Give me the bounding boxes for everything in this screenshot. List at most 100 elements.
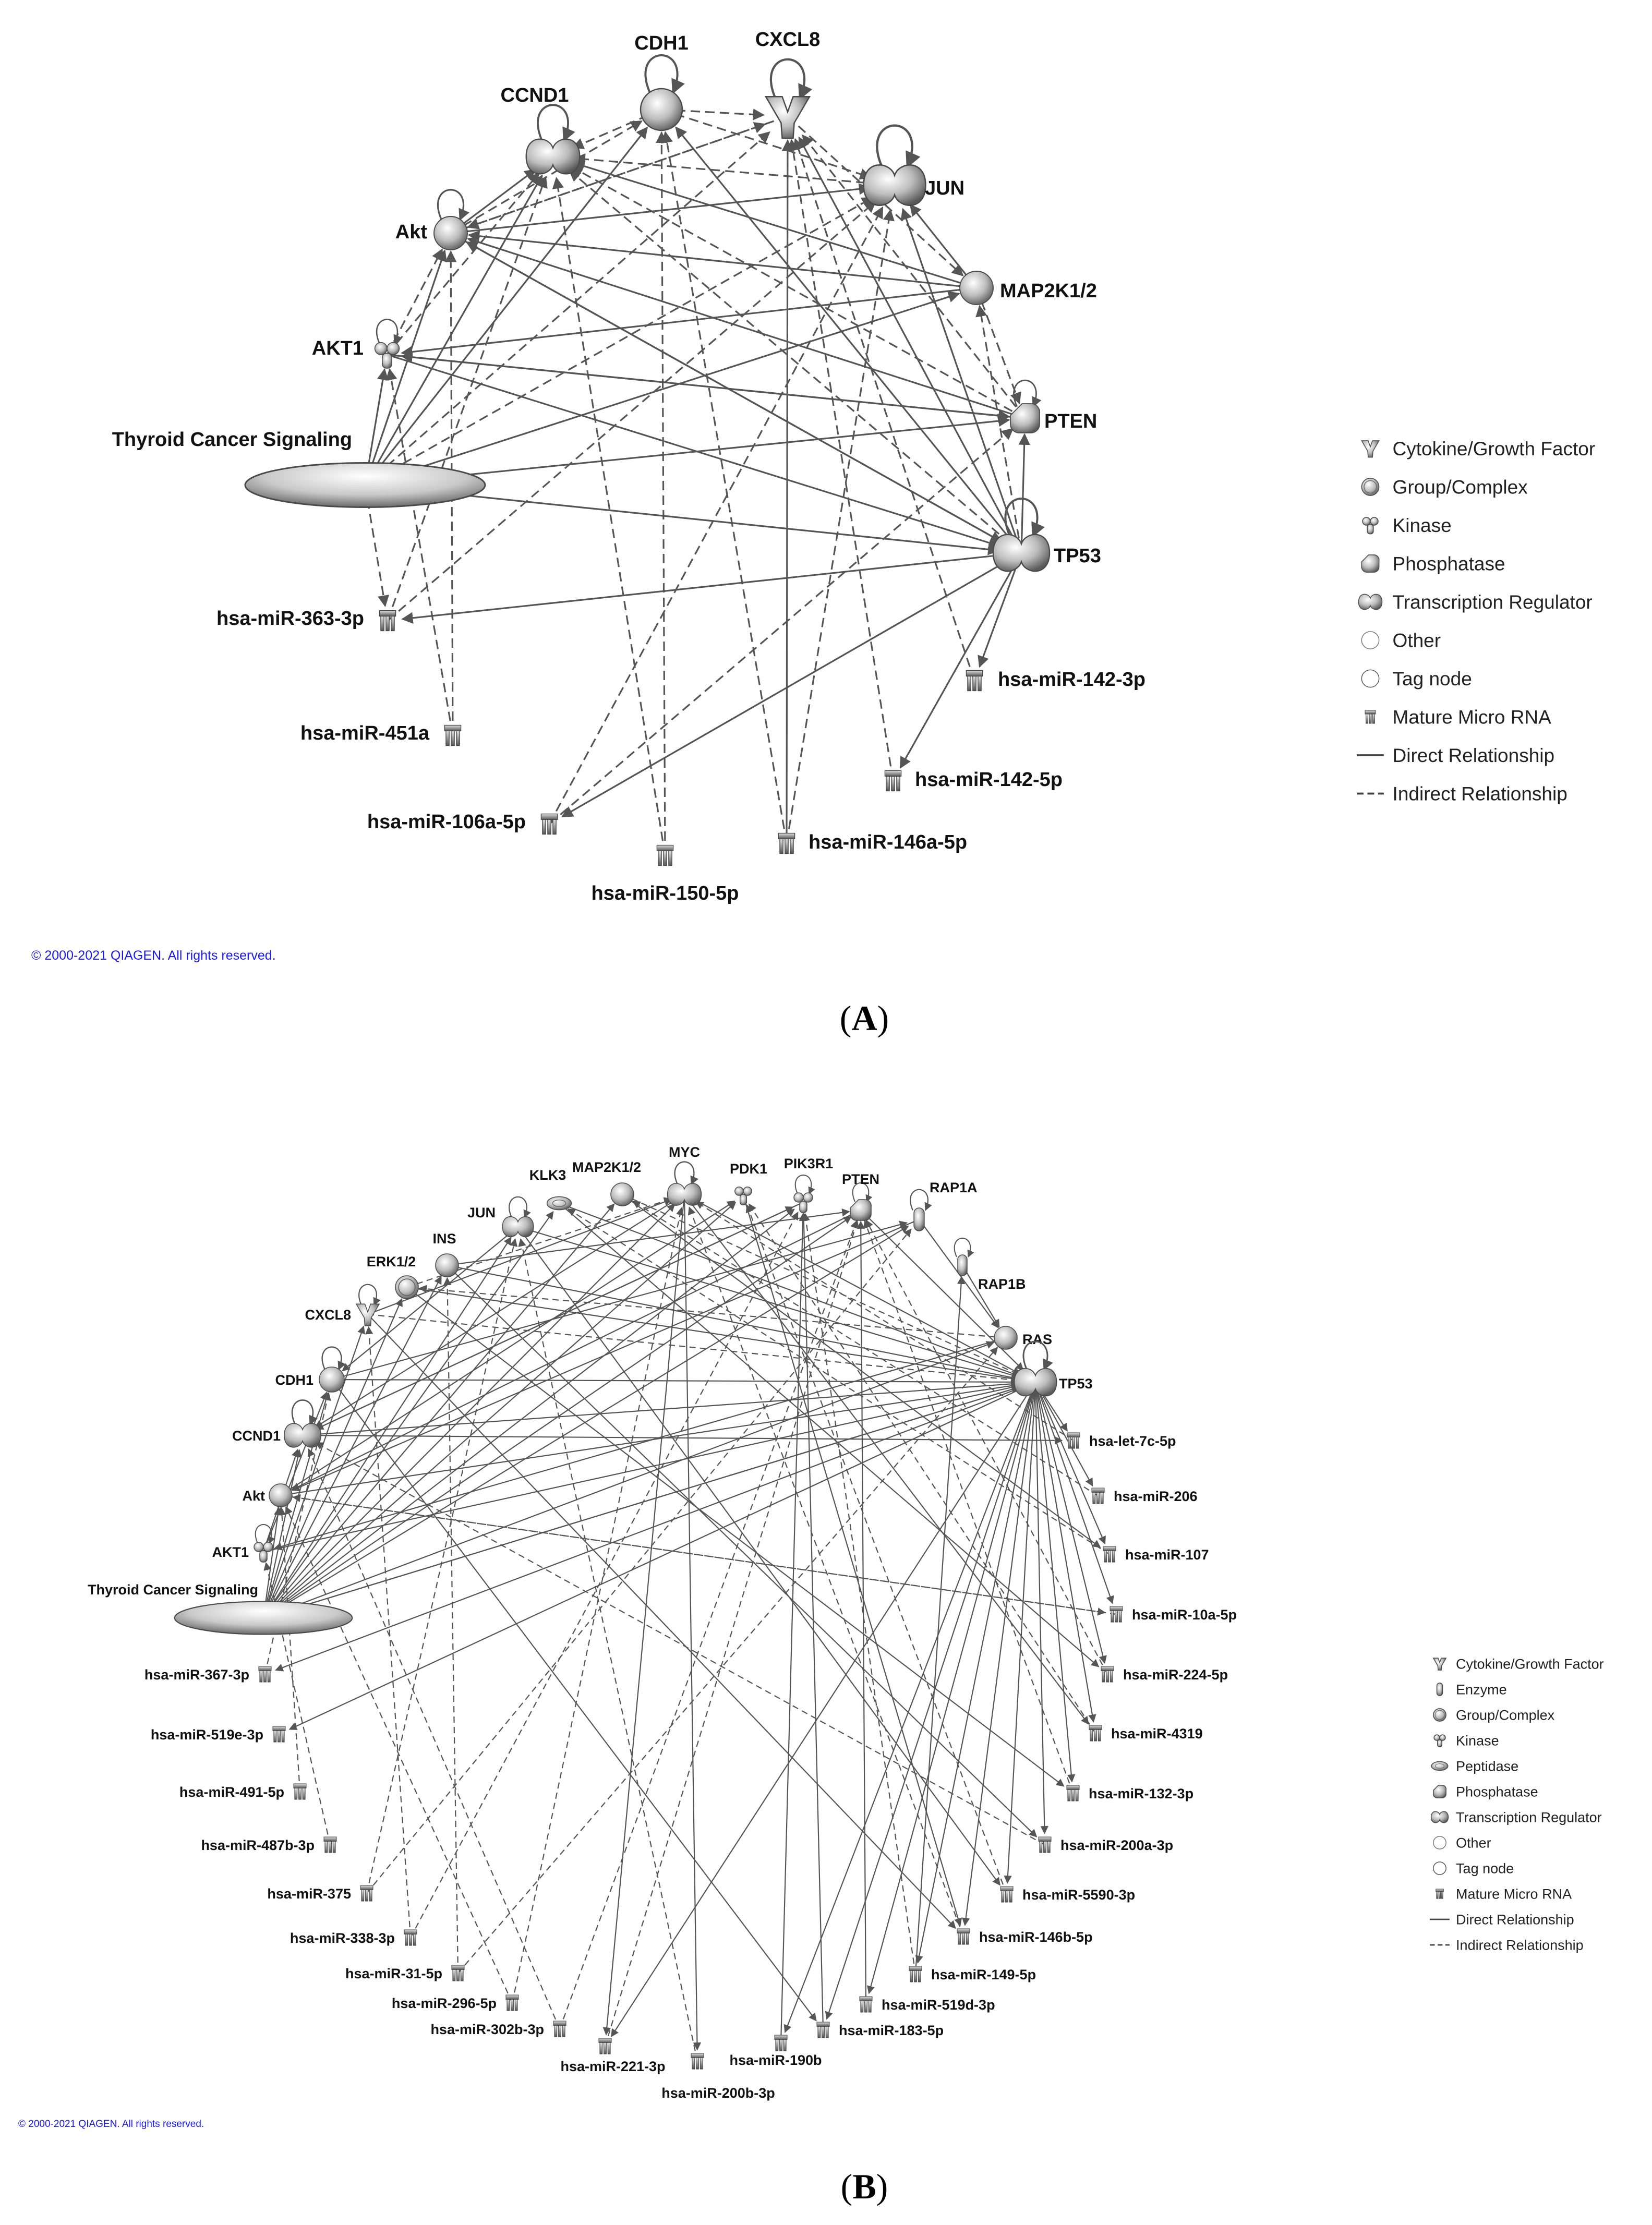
group-complex-icon	[1433, 1708, 1446, 1722]
node-mir190b[interactable]: hsa-miR-190b	[729, 2035, 822, 2068]
node-mir206[interactable]: hsa-miR-206	[1091, 1488, 1198, 1504]
node-akt[interactable]: Akt	[395, 189, 469, 250]
node-cdh1[interactable]: CDH1	[275, 1346, 346, 1393]
relationship-edge	[567, 1208, 1110, 1555]
node-map2k12[interactable]: MAP2K1/2	[959, 271, 1097, 305]
node-rap1b[interactable]: RAP1B	[954, 1238, 1026, 1292]
node-mir224[interactable]: hsa-miR-224-5p	[1101, 1666, 1228, 1683]
relationship-edge	[342, 1226, 518, 1372]
node-rap1a[interactable]: RAP1A	[910, 1180, 978, 1231]
relationship-edge	[263, 1385, 1020, 1619]
relationship-edge	[1034, 1382, 1106, 1545]
node-label-akt1: AKT1	[212, 1544, 249, 1560]
node-mir146b[interactable]: hsa-miR-146b-5p	[957, 1928, 1093, 1945]
node-mir367[interactable]: hsa-miR-367-3p	[144, 1666, 272, 1683]
relationship-edge	[285, 1506, 513, 2003]
node-mir487b[interactable]: hsa-miR-487b-3p	[201, 1836, 337, 1853]
legend-item: Direct Relationship	[1357, 745, 1554, 766]
relationship-edge	[978, 552, 1022, 668]
relationship-edge	[367, 1314, 956, 1929]
node-let7c[interactable]: hsa-let-7c-5p	[1067, 1432, 1176, 1449]
node-mir363[interactable]: hsa-miR-363-3p	[216, 608, 396, 632]
relationship-edge	[961, 1382, 1036, 1926]
node-klk3[interactable]: KLK3	[529, 1167, 572, 1211]
node-mir31[interactable]: hsa-miR-31-5p	[345, 1965, 465, 1981]
node-label-mir367: hsa-miR-367-3p	[144, 1667, 249, 1683]
node-mir10a[interactable]: hsa-miR-10a-5p	[1110, 1606, 1237, 1623]
node-mir183[interactable]: hsa-miR-183-5p	[816, 2022, 944, 2038]
legend-item: Peptidase	[1431, 1758, 1518, 1774]
node-akt1[interactable]: AKT1	[312, 319, 403, 369]
node-mir491[interactable]: hsa-miR-491-5p	[179, 1783, 307, 1800]
node-mir146a[interactable]: hsa-miR-146a-5p	[778, 831, 967, 854]
relationship-edge	[863, 1220, 1074, 1794]
node-akt1[interactable]: AKT1	[212, 1524, 275, 1563]
node-ccnd1[interactable]: CCND1	[501, 84, 581, 175]
relationship-edge	[450, 168, 537, 234]
node-mir142_5p[interactable]: hsa-miR-142-5p	[884, 769, 1063, 792]
node-mir150[interactable]: hsa-miR-150-5p	[592, 844, 739, 905]
relationship-edge	[302, 1206, 794, 1436]
node-mir302b[interactable]: hsa-miR-302b-3p	[430, 2021, 566, 2037]
node-pdk1[interactable]: PDK1	[730, 1161, 767, 1205]
node-cxcl8[interactable]: CXCL8	[755, 29, 821, 139]
node-pten[interactable]: PTEN	[1010, 379, 1097, 433]
relationship-edge	[695, 1201, 1074, 1441]
node-cxcl8[interactable]: CXCL8	[305, 1284, 381, 1326]
node-mir200b[interactable]: hsa-miR-200b-3p	[661, 2053, 775, 2101]
relationship-edge	[447, 1265, 1038, 1837]
node-mir4319[interactable]: hsa-miR-4319	[1089, 1725, 1203, 1742]
node-mir132[interactable]: hsa-miR-132-3p	[1066, 1785, 1193, 1801]
node-mir296[interactable]: hsa-miR-296-5p	[392, 1994, 519, 2011]
node-mir106a[interactable]: hsa-miR-106a-5p	[367, 811, 558, 835]
node-pten[interactable]: PTEN	[842, 1171, 879, 1221]
node-erk12[interactable]: ERK1/2	[367, 1254, 419, 1299]
node-label-mir451a: hsa-miR-451a	[300, 722, 430, 744]
relationship-edge	[367, 1198, 672, 1315]
relationship-edge	[572, 160, 977, 289]
node-label-mir5590: hsa-miR-5590-3p	[1022, 1887, 1135, 1903]
node-mir5590[interactable]: hsa-miR-5590-3p	[1000, 1886, 1135, 1903]
panel-b-nodes: MYC MAP2K1/2 PDK1 PIK3R1 KLK3 PTEN JUN RAP1A INS…	[88, 1144, 1237, 2101]
node-jun[interactable]: JUN	[863, 124, 964, 206]
node-label-tp53: TP53	[1059, 1376, 1093, 1392]
node-mir142_3p[interactable]: hsa-miR-142-3p	[966, 669, 1145, 692]
node-pik3r1[interactable]: PIK3R1	[784, 1156, 834, 1213]
mature-microrna-icon	[1365, 710, 1376, 724]
node-mir451a[interactable]: hsa-miR-451a	[300, 722, 462, 746]
node-mir200a[interactable]: hsa-miR-200a-3p	[1038, 1836, 1173, 1853]
node-label-akt1: AKT1	[312, 337, 364, 359]
node-cdh1[interactable]: CDH1	[634, 32, 689, 131]
relationship-edge	[366, 1228, 912, 1894]
panel-b-legend: Cytokine/Growth FactorEnzymeGroup/Comple…	[1430, 1656, 1604, 1953]
node-akt[interactable]: Akt	[242, 1483, 293, 1507]
relationship-edge	[406, 1287, 1065, 1787]
node-mir519d[interactable]: hsa-miR-519d-3p	[859, 1996, 995, 2013]
transcription-regulator-icon	[1430, 1811, 1449, 1823]
node-ccnd1[interactable]: CCND1	[232, 1399, 321, 1448]
relationship-edge	[561, 552, 1022, 818]
relationship-edge	[748, 1203, 1096, 1734]
node-tp53[interactable]: TP53	[1014, 1340, 1093, 1397]
node-tp53[interactable]: TP53	[992, 498, 1101, 572]
node-mir338[interactable]: hsa-miR-338-3p	[290, 1929, 417, 1946]
node-label-mir146b: hsa-miR-146b-5p	[979, 1929, 1093, 1945]
node-mir149[interactable]: hsa-miR-149-5p	[909, 1966, 1036, 1982]
relationship-edge	[365, 1326, 412, 1938]
node-ins[interactable]: INS	[432, 1231, 459, 1277]
node-myc[interactable]: MYC	[667, 1144, 702, 1206]
node-map2k12[interactable]: MAP2K1/2	[572, 1159, 641, 1206]
node-mir107[interactable]: hsa-miR-107	[1103, 1546, 1209, 1563]
node-thyroid[interactable]: Thyroid Cancer Signaling	[112, 429, 486, 508]
node-mir519e[interactable]: hsa-miR-519e-3p	[151, 1726, 286, 1743]
node-mir375[interactable]: hsa-miR-375	[267, 1885, 373, 1902]
node-jun[interactable]: JUN	[467, 1196, 534, 1238]
node-mir221[interactable]: hsa-miR-221-3p	[560, 2038, 666, 2074]
node-label-mir519d: hsa-miR-519d-3p	[882, 1997, 995, 2013]
node-thyroid[interactable]: Thyroid Cancer Signaling	[88, 1582, 353, 1635]
node-label-mir149: hsa-miR-149-5p	[931, 1967, 1036, 1982]
relationship-edge	[661, 131, 788, 844]
relationship-edge	[401, 552, 1022, 624]
kinase-icon	[1362, 517, 1379, 535]
